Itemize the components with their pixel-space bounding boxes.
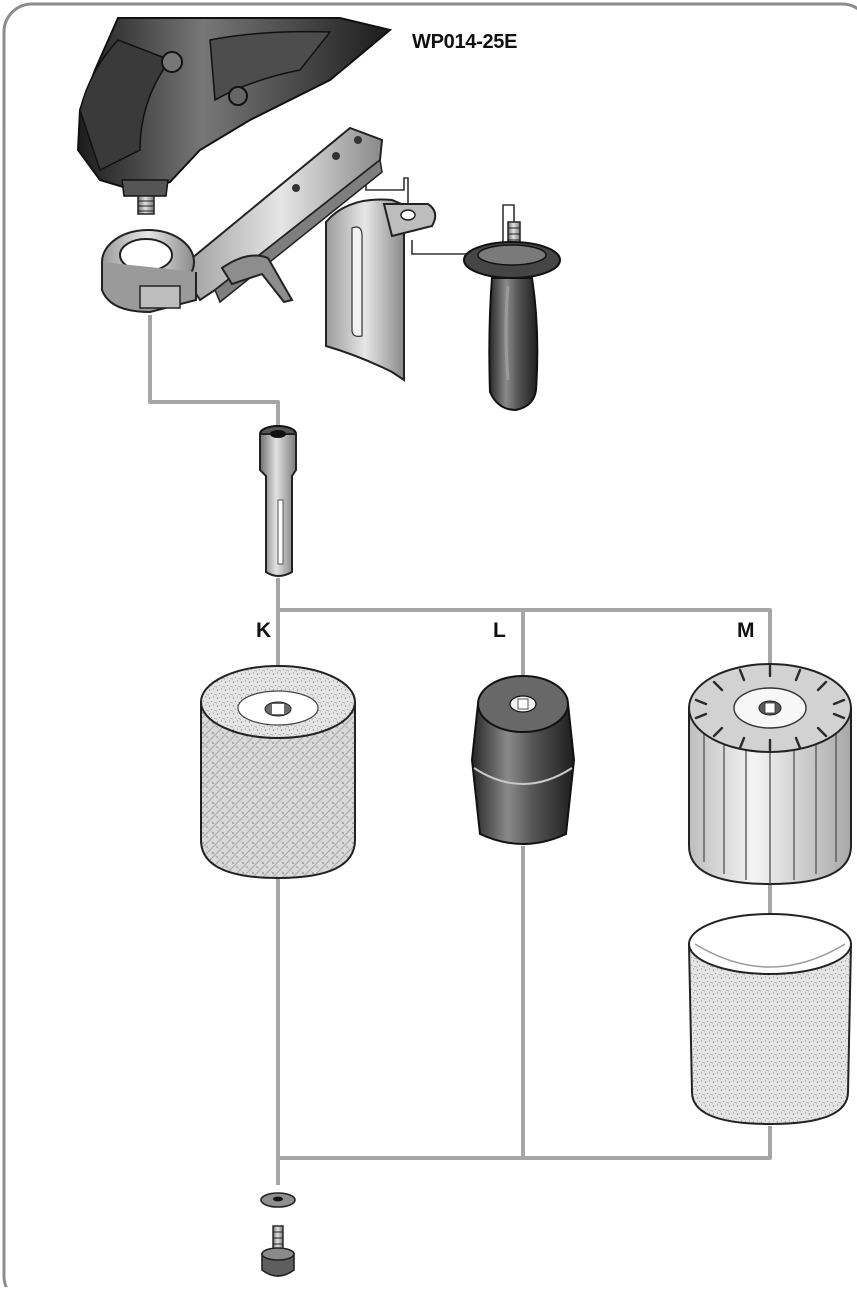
expansion-roller-m (688, 663, 852, 886)
fleece-roller-k (200, 665, 356, 880)
leader-lines (365, 168, 515, 255)
support-bracket (101, 126, 384, 314)
sanding-sleeve-m (687, 913, 853, 1126)
washer (260, 1192, 296, 1208)
rubber-drum-l (470, 675, 576, 845)
variant-label-m: M (737, 619, 755, 642)
side-handle (463, 221, 561, 412)
variant-label-k: K (256, 619, 272, 642)
variant-label-l: L (493, 619, 506, 642)
connector-lines (148, 315, 772, 1185)
clamping-screw (261, 1225, 295, 1277)
model-label: WP014-25E (412, 31, 518, 53)
guard-plate (325, 198, 437, 382)
grinder-head (76, 17, 393, 215)
adapter-shaft (259, 425, 297, 577)
